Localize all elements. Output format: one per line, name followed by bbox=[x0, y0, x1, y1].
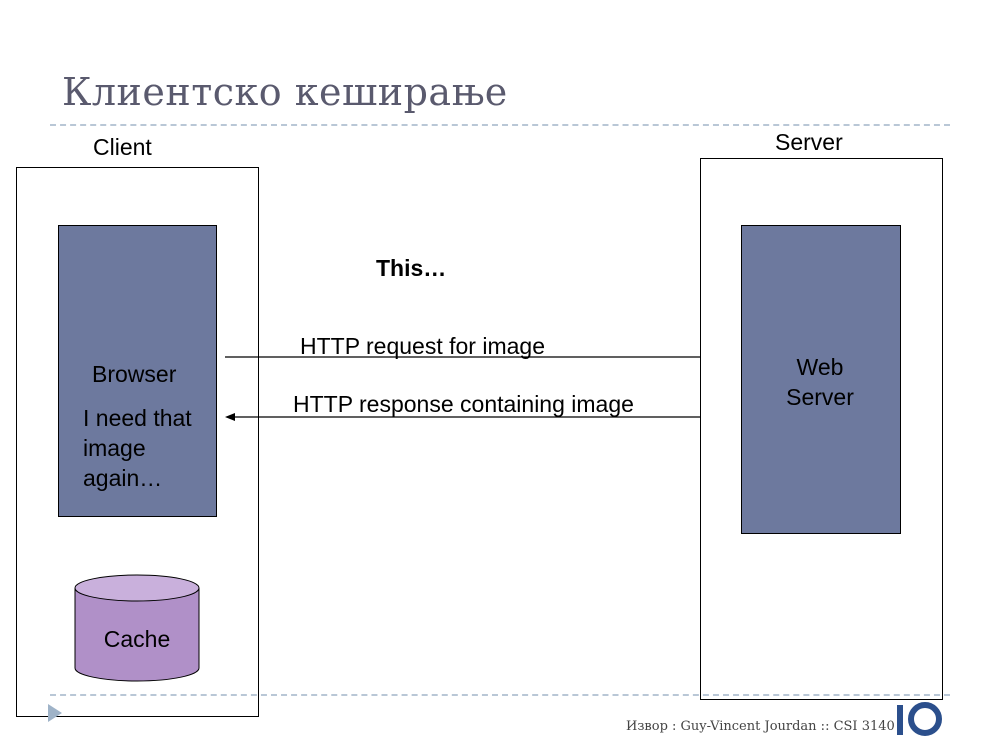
slide-title: Клиентско кеширање bbox=[62, 70, 508, 114]
browser-label: Browser bbox=[92, 361, 177, 387]
caption-text: This… bbox=[376, 255, 447, 281]
web-server-box bbox=[741, 225, 901, 534]
footer-divider bbox=[50, 694, 950, 696]
title-divider bbox=[50, 124, 950, 126]
cache-cylinder bbox=[74, 574, 200, 682]
cache-label: Cache bbox=[103, 626, 171, 652]
footer-triangle-icon bbox=[48, 704, 62, 722]
io-logo bbox=[897, 702, 942, 736]
footer-source: Извор : Guy-Vincent Jourdan :: CSI 3140 bbox=[626, 719, 895, 734]
server-label: Server bbox=[775, 129, 843, 155]
browser-note: I need that image again… bbox=[83, 405, 192, 491]
browser-box bbox=[58, 225, 217, 517]
response-arrow bbox=[225, 413, 742, 421]
web-server-label: Web Server bbox=[786, 354, 854, 410]
response-label: HTTP response containing image bbox=[293, 391, 634, 417]
client-label: Client bbox=[93, 134, 152, 160]
request-label: HTTP request for image bbox=[300, 333, 546, 359]
